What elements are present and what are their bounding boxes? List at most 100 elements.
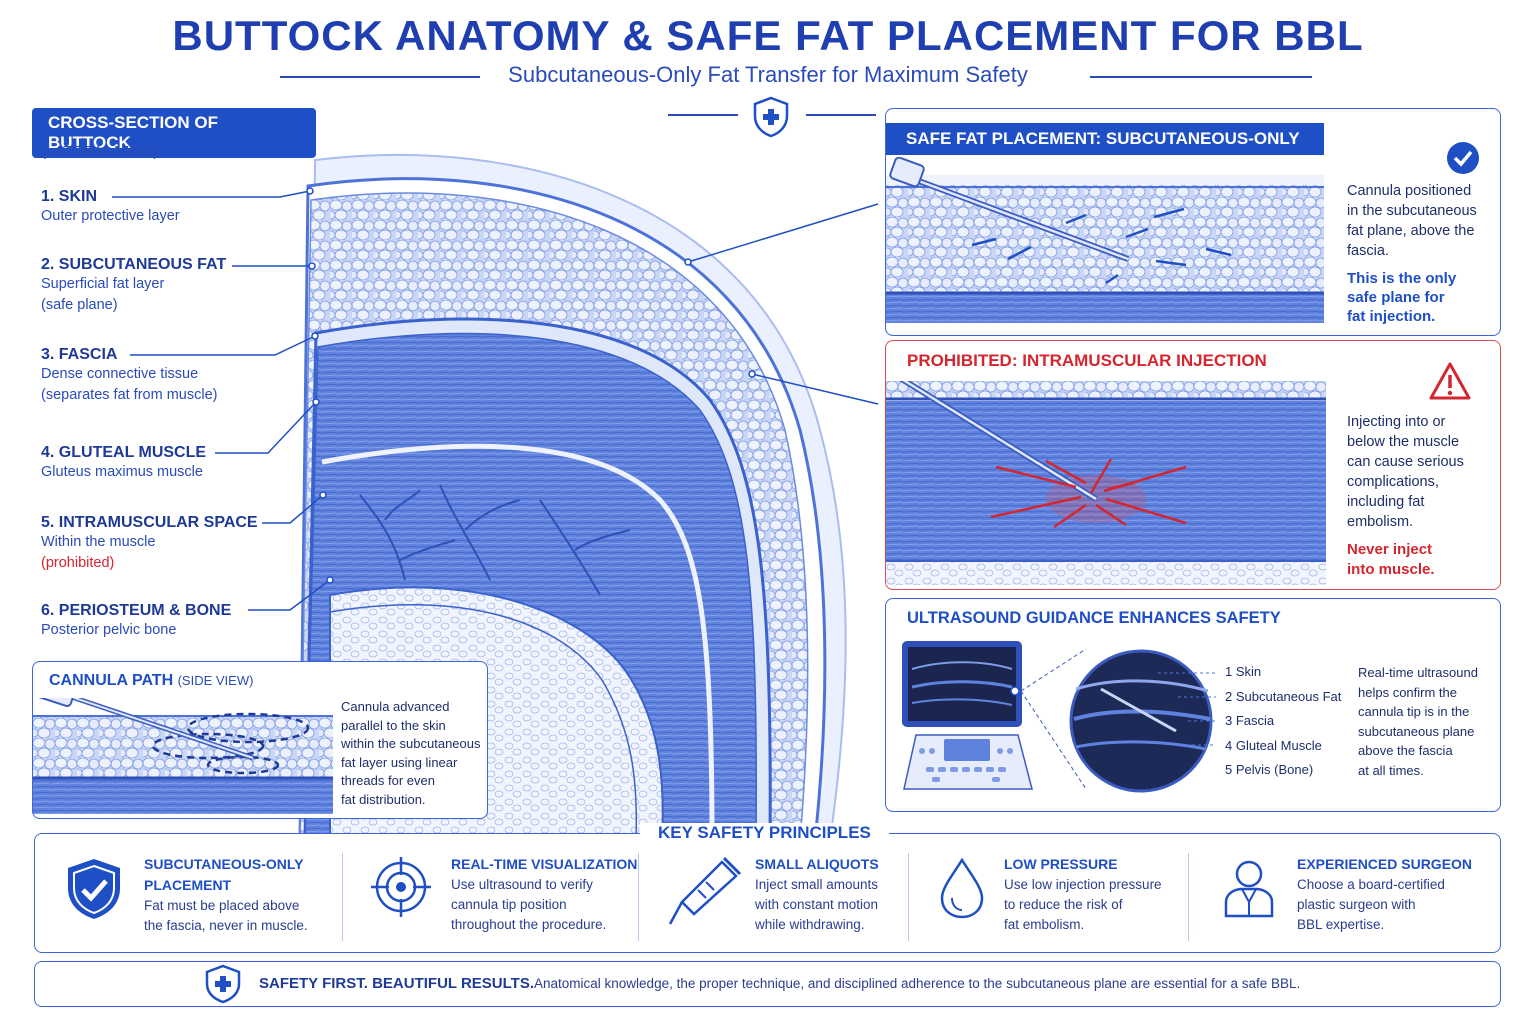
ultrasound-layer-list: 1 Skin 2 Subcutaneous Fat 3 Fascia 4 Glu… <box>1225 660 1341 783</box>
ultrasound-layer-item: 2 Subcutaneous Fat <box>1225 688 1342 704</box>
safe-placement-text: Cannula positioned in the subcutaneous f… <box>1347 181 1477 261</box>
text-line: including fat <box>1347 494 1425 510</box>
subtitle-rule-right <box>1090 76 1312 78</box>
text-line: complications, <box>1347 474 1439 490</box>
layer-label-intramuscular: 5. INTRAMUSCULAR SPACE Within the muscle… <box>41 514 258 574</box>
principle-text: Use ultrasound to verify <box>451 877 593 892</box>
droplet-icon <box>940 857 984 919</box>
layer-label-fat: 2. SUBCUTANEOUS FAT Superficial fat laye… <box>41 256 226 316</box>
principle-text: plastic surgeon with <box>1297 897 1416 912</box>
text-line: within the subcutaneous <box>341 736 481 751</box>
subtitle-rule-left <box>280 76 480 78</box>
page-title: BUTTOCK ANATOMY & SAFE FAT PLACEMENT FOR… <box>172 12 1364 59</box>
principles-panel <box>34 833 1501 953</box>
principle-low-pressure: LOW PRESSURE Use low injection pressure … <box>1004 854 1162 935</box>
ultrasound-layer-item: 1 Skin <box>1225 664 1262 679</box>
layer-name: 5. INTRAMUSCULAR SPACE <box>41 514 258 531</box>
footer-shield-icon <box>205 964 241 1004</box>
text-line: helps confirm the <box>1358 684 1457 700</box>
prohibited-injection-panel: PROHIBITED: INTRAMUSCULAR INJECTION Inje… <box>885 340 1501 590</box>
cannula-path-text: Cannula advanced parallel to the skin wi… <box>341 698 480 809</box>
shield-rule-left <box>668 114 738 116</box>
ultrasound-layer-item: 3 Fascia <box>1225 713 1275 728</box>
layer-desc: Posterior pelvic bone <box>41 622 177 638</box>
text-line: Cannula advanced <box>341 699 450 714</box>
text-line: This is the only <box>1347 270 1457 287</box>
principle-text: BBL expertise. <box>1297 917 1385 932</box>
principle-divider <box>342 853 343 941</box>
principle-title: SUBCUTANEOUS-ONLY <box>144 856 304 872</box>
text-line: can cause serious <box>1347 454 1464 470</box>
principle-text: cannula tip position <box>451 897 567 912</box>
principle-text: throughout the procedure. <box>451 917 607 932</box>
cannula-path-view: (SIDE VIEW) <box>177 673 254 688</box>
footer-text: Anatomical knowledge, the proper techniq… <box>534 976 1301 991</box>
layer-label-muscle: 4. GLUTEAL MUSCLE Gluteus maximus muscle <box>41 444 206 483</box>
prohibited-injection-title: PROHIBITED: INTRAMUSCULAR INJECTION <box>907 351 1267 370</box>
principle-title: EXPERIENCED SURGEON <box>1297 856 1473 872</box>
text-line: Injecting into or <box>1347 414 1446 430</box>
principle-text: fat embolism. <box>1004 917 1085 932</box>
principle-text: with constant motion <box>755 897 879 912</box>
cannula-path-heading: CANNULA PATH (SIDE VIEW) <box>49 670 253 691</box>
layer-name: 3. FASCIA <box>41 346 118 363</box>
text-line: embolism. <box>1347 514 1414 530</box>
prohibited-injection-text: Injecting into or below the muscle can c… <box>1347 412 1464 532</box>
text-line: Never inject <box>1347 541 1433 558</box>
footer-banner <box>34 961 1501 1007</box>
text-line: parallel to the skin <box>341 717 446 733</box>
principle-text: Use low injection pressure <box>1004 877 1162 892</box>
prohibited-injection-emphasis: Never inject into muscle. <box>1347 540 1435 580</box>
text-line: Cannula positioned <box>1347 183 1472 199</box>
layer-desc-note: (separates fat from muscle) <box>41 387 218 403</box>
layer-desc: Superficial fat layer <box>41 276 165 292</box>
text-line: fascia. <box>1347 243 1389 259</box>
text-line: threads for even <box>341 773 435 788</box>
text-line: in the subcutaneous <box>1347 203 1477 219</box>
shield-check-icon <box>68 859 120 919</box>
prohibited-injection-diagram <box>886 381 1326 585</box>
surgeon-icon <box>1224 860 1274 918</box>
text-line: above the fascia <box>1358 743 1453 759</box>
cross-section-title: CROSS-SECTION OF BUTTOCK <box>32 108 316 158</box>
text-line: fat plane, above the <box>1347 223 1475 239</box>
crosshair-icon <box>371 857 431 917</box>
principle-divider <box>1188 853 1189 941</box>
text-line: fat layer using linear <box>341 754 458 770</box>
footer-headline: SAFETY FIRST. BEAUTIFUL RESULTS. <box>259 975 535 992</box>
layer-name: 4. GLUTEAL MUSCLE <box>41 444 207 461</box>
cannula-path-panel: CANNULA PATH (SIDE VIEW) Cannula advance… <box>32 661 488 819</box>
layer-label-bone: 6. PERIOSTEUM & BONE Posterior pelvic bo… <box>41 602 231 641</box>
page-subtitle: Subcutaneous-Only Fat Transfer for Maxim… <box>508 62 1028 87</box>
safe-placement-title: SAFE FAT PLACEMENT: SUBCUTANEOUS-ONLY <box>886 123 1324 155</box>
text-line: at all times. <box>1358 762 1424 778</box>
layer-desc-prohibited: (prohibited) <box>41 555 115 571</box>
principle-experienced-surgeon: EXPERIENCED SURGEON Choose a board-certi… <box>1297 854 1472 935</box>
layer-label-fascia: 3. FASCIA Dense connective tissue (separ… <box>41 346 217 406</box>
principle-real-time-visualization: REAL-TIME VISUALIZATION Use ultrasound t… <box>451 854 637 935</box>
principles-title: KEY SAFETY PRINCIPLES <box>640 823 889 843</box>
text-line: fat distribution. <box>341 791 426 807</box>
ultrasound-machine-illustration <box>902 641 1216 793</box>
safe-placement-emphasis: This is the only safe plane for fat inje… <box>1347 269 1456 326</box>
layer-label-skin: 1. SKIN Outer protective layer <box>41 188 180 227</box>
text-line: safe plane for <box>1347 289 1445 306</box>
layer-desc-note: (safe plane) <box>41 297 118 313</box>
principle-text: to reduce the risk of <box>1004 897 1123 912</box>
ultrasound-title: ULTRASOUND GUIDANCE ENHANCES SAFETY <box>907 609 1281 627</box>
medical-shield-icon <box>753 96 789 138</box>
ultrasound-panel: ULTRASOUND GUIDANCE ENHANCES SAFETY 1 Sk… <box>885 598 1501 812</box>
layer-desc: Dense connective tissue <box>41 366 199 382</box>
principle-title: REAL-TIME VISUALIZATION <box>451 856 638 872</box>
principle-text: Choose a board-certified <box>1297 877 1445 892</box>
layer-name: 2. SUBCUTANEOUS FAT <box>41 256 227 273</box>
principle-text: Fat must be placed above <box>144 898 300 913</box>
principle-text: the fascia, never in muscle. <box>144 918 308 933</box>
principle-divider <box>908 853 909 941</box>
layer-desc: Within the muscle <box>41 534 156 550</box>
ultrasound-text: Real-time ultrasound helps confirm the c… <box>1358 663 1478 781</box>
warning-icon <box>1429 362 1471 400</box>
text-line: Real-time ultrasound <box>1358 665 1478 680</box>
cross-section-view: (LATERAL VIEW) <box>41 143 159 160</box>
text-line: below the muscle <box>1347 434 1460 450</box>
